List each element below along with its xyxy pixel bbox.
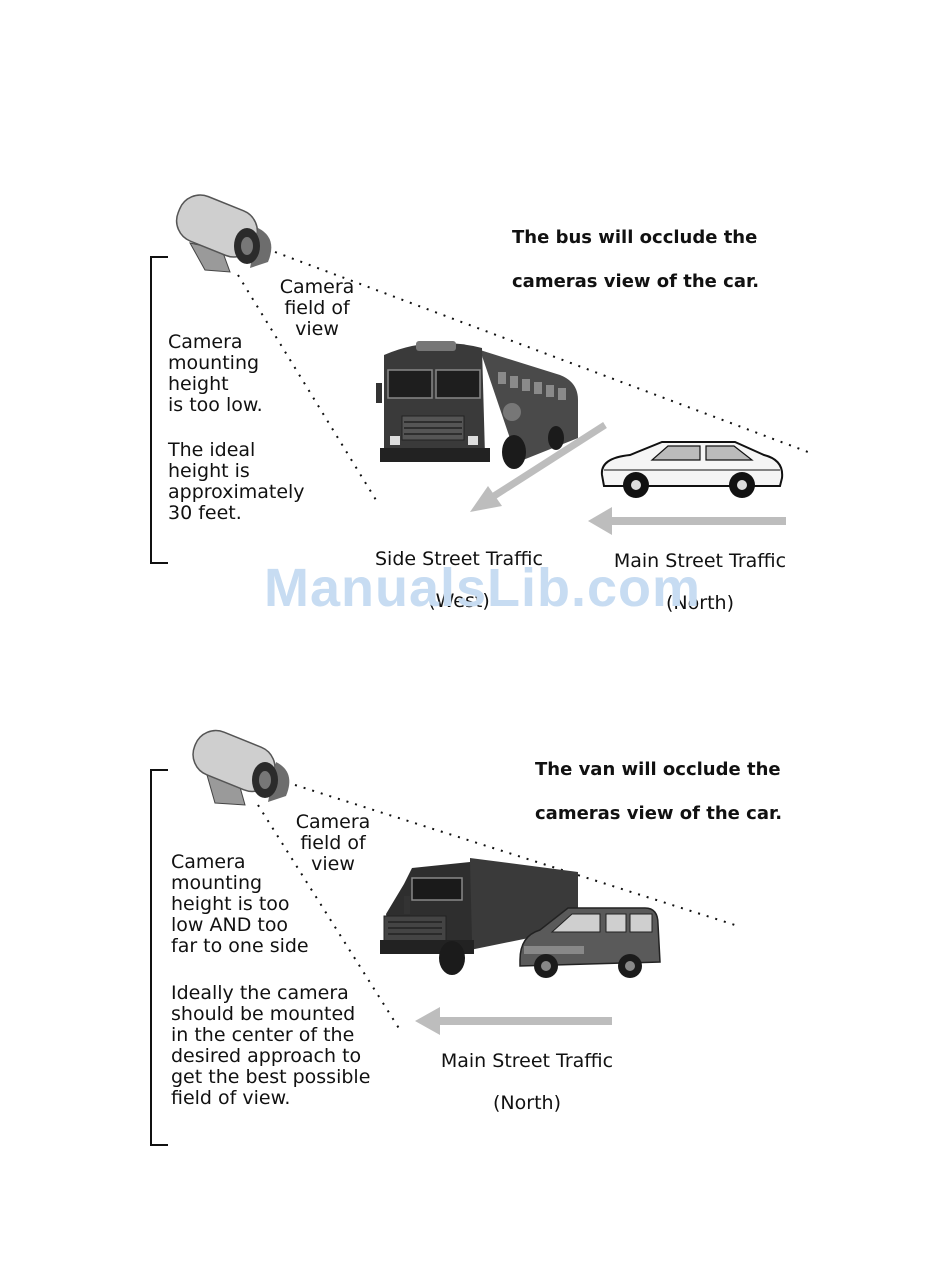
fov-label: Camera field of view [279,276,355,340]
main-street-name: Main Street Traffic [613,550,787,572]
security-camera-icon [175,194,272,273]
car-icon [600,441,784,498]
height-note: Camera mounting height is too low. [168,331,263,416]
height-bracket [150,256,168,564]
side-street-arrow [470,486,502,512]
caption-line-2: cameras view of the car. [535,803,783,824]
height-bracket [150,769,168,1146]
diagram-caption: The van will occlude the cameras view of… [535,737,782,847]
caption-line-1: The bus will occlude the [512,227,758,248]
watermark: ManualsLib.com [263,558,702,618]
height-note: Camera mounting height is too low AND to… [171,851,309,957]
bus-icon [376,341,578,469]
caption-line-1: The van will occlude the [535,759,781,780]
diagram-van-occlusion: The van will occlude the cameras view of… [0,640,950,1284]
caption-line-2: cameras view of the car. [512,271,760,292]
side-street-name: Side Street Traffic [375,548,543,570]
diagram-bus-art [150,194,809,564]
diagram-bus-occlusion: The bus will occlude the cameras view of… [0,0,950,640]
main-street-direction: (North) [666,592,734,614]
security-camera-icon [192,729,290,806]
side-street-direction: (West) [428,590,490,612]
fov-label: Camera field of view [295,811,371,875]
side-street-label: Side Street Traffic (West) [364,528,554,633]
main-street-name: Main Street Traffic [440,1050,614,1072]
main-street-label: Main Street Traffic (North) [604,530,796,635]
diagram-caption: The bus will occlude the cameras view of… [512,205,759,315]
van-icon [519,907,661,978]
main-street-label: Main Street Traffic (North) [430,1030,624,1135]
main-street-arrow [415,1007,440,1035]
diagram-van-art [150,729,736,1146]
main-street-direction: (North) [493,1092,561,1114]
ideal-height-note: The ideal height is approximately 30 fee… [168,439,305,524]
ideal-placement-note: Ideally the camera should be mounted in … [171,982,371,1109]
main-street-arrow [588,507,612,535]
